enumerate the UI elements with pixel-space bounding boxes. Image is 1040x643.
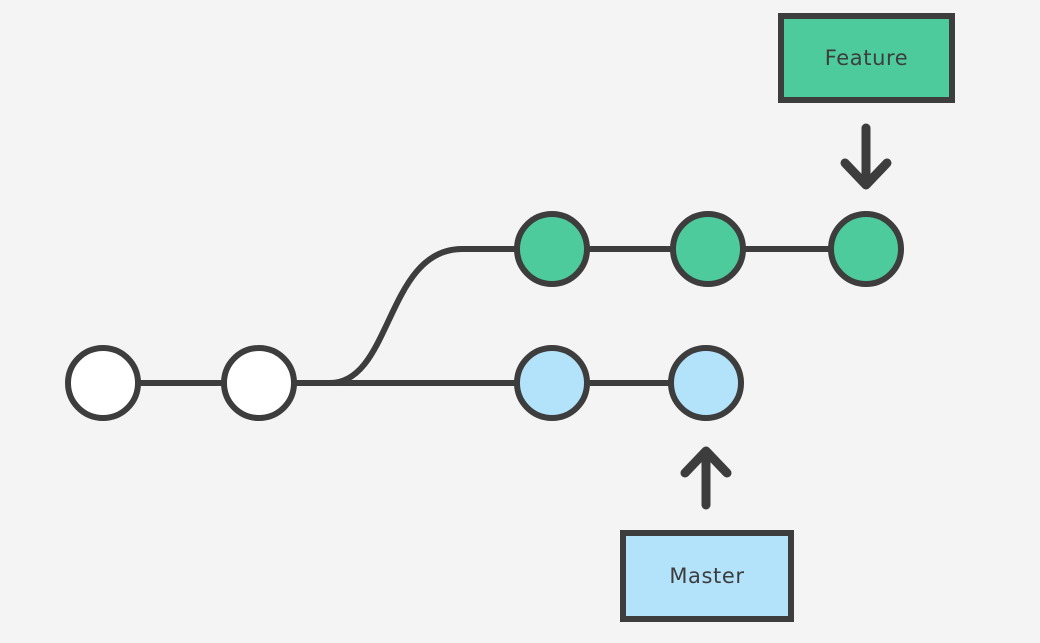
commit-node-master-2[interactable] [668,345,744,421]
edge-branch-fork-curve [327,246,520,386]
arrow-up-to-master-branch-head [680,446,732,478]
branch-label-feature-box [778,13,955,103]
commit-node-root-1[interactable] [65,345,141,421]
commit-node-feature-2[interactable] [670,211,746,287]
arrow-up-to-master-branch [680,446,732,510]
commit-node-feature-1[interactable] [514,211,590,287]
branch-label-master-text: Master [669,564,744,588]
branch-label-feature-text: Feature [825,46,909,70]
arrow-down-to-feature-branch [840,123,892,190]
branch-label-master-box [620,530,794,622]
commit-node-master-1[interactable] [514,345,590,421]
branch-label-master[interactable]: Master [620,530,794,622]
arrows-layer [680,123,892,510]
edges-layer [135,246,834,386]
commit-node-feature-3[interactable] [828,211,904,287]
commit-node-root-2[interactable] [221,345,297,421]
arrow-down-to-feature-branch-head [840,158,892,190]
nodes-layer [65,211,904,421]
branch-label-feature[interactable]: Feature [778,13,955,103]
